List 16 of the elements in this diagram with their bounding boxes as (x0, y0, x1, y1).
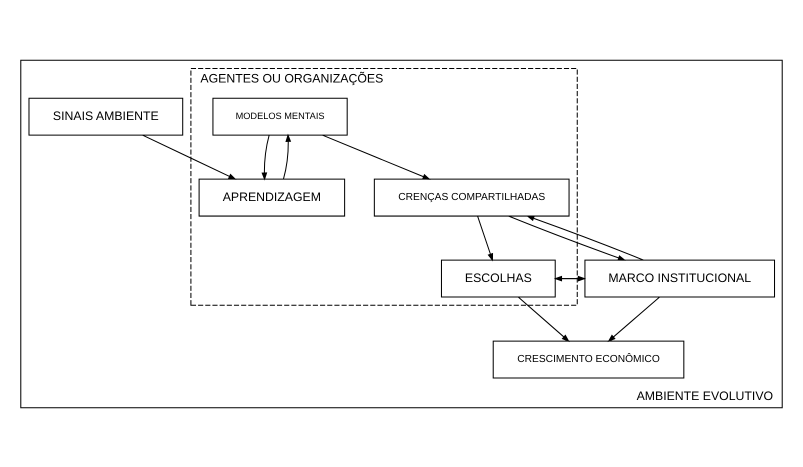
node-box: MODELOS MENTAIS (212, 97, 348, 136)
arrow (477, 216, 494, 262)
node-box: CRESCIMENTO ECONÔMICO (492, 340, 684, 378)
arrow (508, 215, 626, 260)
arrow (526, 215, 644, 260)
node-box: APRENDIZAGEM (198, 178, 346, 216)
arrow (282, 133, 292, 179)
arrow (261, 134, 270, 180)
node-box: MARCO INSTITUCIONAL (584, 259, 776, 298)
arrow (322, 134, 431, 180)
arrow (608, 296, 660, 342)
arrow (142, 134, 237, 180)
node-box: ESCOLHAS (440, 259, 556, 298)
node-box: SINAIS AMBIENTE (28, 97, 184, 136)
node-box: CRENÇAS COMPARTILHADAS (374, 178, 570, 216)
arrow (518, 296, 570, 342)
